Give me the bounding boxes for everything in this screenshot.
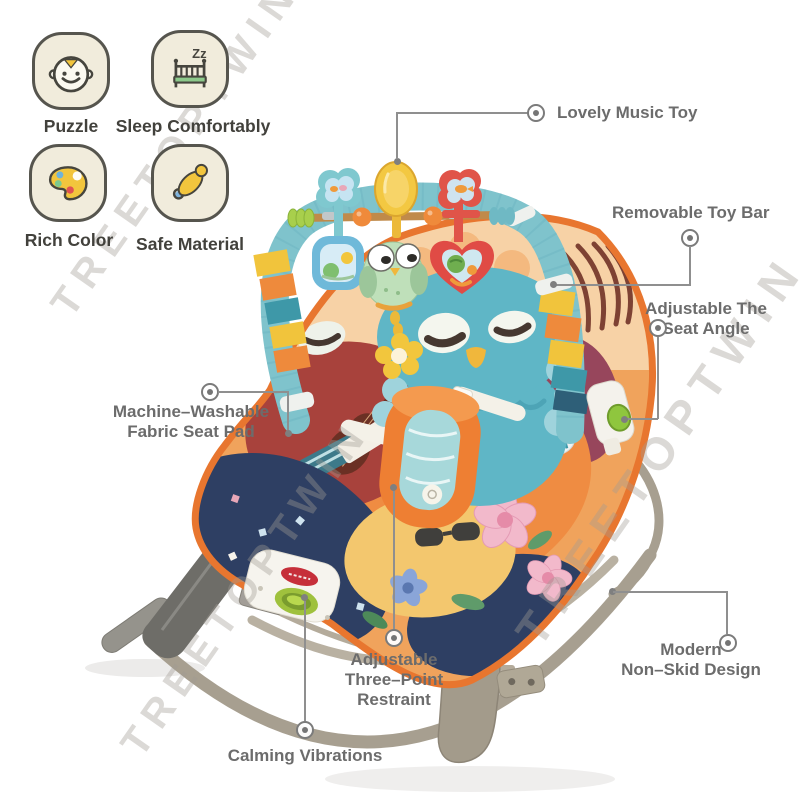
three-point-restraint (340, 385, 526, 529)
owl-rattle-toy (359, 241, 428, 379)
pointer-marker (719, 634, 737, 652)
rattle-heart-toy (430, 169, 494, 294)
annotation-label: Fabric Seat Pad (127, 422, 255, 441)
pointer-marker (649, 319, 667, 337)
annotation-label: Three–Point (344, 670, 444, 689)
music-toy (374, 161, 418, 238)
annotation-label: Seat Angle (662, 319, 750, 338)
annotation-label: Restraint (357, 690, 431, 709)
clover-mirror-toy (312, 168, 364, 290)
seat-angle-button (606, 403, 632, 432)
leader-line (397, 112, 528, 114)
pointer-dot (550, 281, 557, 288)
annotation-label: Machine–Washable (112, 402, 270, 421)
annotation-label: Adjustable The (645, 299, 767, 318)
annotation-label: Lovely Music Toy (557, 103, 698, 122)
leader-line (657, 337, 659, 419)
leader-line (613, 591, 727, 593)
pointer-marker (201, 383, 219, 401)
sunglasses-print (415, 522, 480, 547)
feature-badge-puzzle (32, 32, 110, 110)
annotation-label: Removable Toy Bar (612, 203, 770, 222)
feature-badge-sleep: Zz (151, 30, 229, 108)
seat-angle-adjuster (586, 380, 635, 456)
annotation-label: Non–Skid Design (621, 660, 761, 679)
feature-badge-safe-material (151, 144, 229, 222)
zz-text: Zz (192, 46, 207, 61)
pacifier-icon (172, 163, 208, 200)
pointer-marker (385, 629, 403, 647)
pointer-dot (390, 484, 397, 491)
hanging-toys (312, 161, 494, 379)
pointer-dot (301, 594, 308, 601)
leader-line (625, 418, 658, 420)
seat-pad (191, 212, 656, 689)
pointer-dot (609, 588, 616, 595)
vibration-module (243, 549, 341, 623)
leader-line (396, 112, 398, 159)
badge-label-rich-color: Rich Color (24, 230, 114, 250)
leader-line (304, 601, 306, 721)
flower-teether (375, 333, 423, 379)
crib-icon: Zz (173, 46, 207, 88)
leader-line (287, 391, 289, 432)
pointer-marker (296, 721, 314, 739)
badge-label-puzzle: Puzzle (43, 116, 99, 136)
leader-line (393, 491, 395, 629)
toy-bar-stripes (253, 249, 590, 415)
rocker-rail (143, 548, 657, 749)
annotation-label: Adjustable (350, 650, 438, 669)
badge-label-sleep: Sleep Comfortably (115, 116, 271, 136)
palette-icon (48, 166, 88, 201)
pointer-dot (394, 158, 401, 165)
pointer-dot (285, 430, 292, 437)
pointer-marker (681, 229, 699, 247)
leader-line (218, 391, 289, 393)
badge-label-safe-material: Safe Material (136, 234, 244, 254)
baby-face-icon (48, 56, 94, 93)
frame-joint (496, 664, 546, 699)
leader-line (552, 284, 691, 286)
feature-badge-rich-color (29, 144, 107, 222)
rod-beads (287, 206, 515, 228)
annotation-label: Modern (660, 640, 722, 659)
annotation-label: Calming Vibrations (227, 746, 383, 765)
leader-line (726, 591, 728, 634)
pointer-marker (527, 104, 545, 122)
pointer-dot (621, 416, 628, 423)
leader-line (689, 246, 691, 285)
